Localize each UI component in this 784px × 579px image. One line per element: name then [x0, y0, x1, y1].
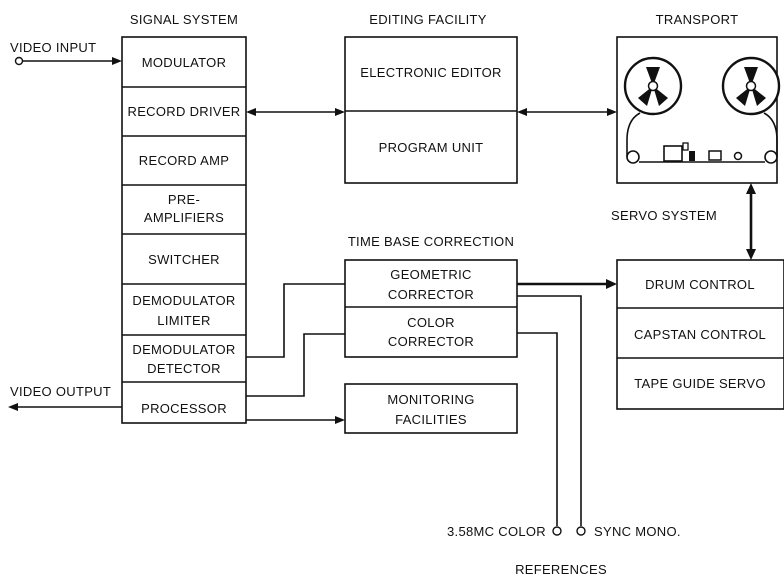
block-demod-limiter-line1: DEMODULATOR — [132, 293, 235, 308]
heading-transport: TRANSPORT — [656, 12, 739, 27]
heading-servo-system: SERVO SYSTEM — [611, 208, 717, 223]
tape-path-left — [626, 112, 641, 157]
block-processor: PROCESSOR — [141, 401, 227, 416]
block-capstan-control: CAPSTAN CONTROL — [634, 327, 766, 342]
reference-line-sync — [517, 295, 582, 526]
arrowhead-to-editing — [335, 108, 345, 116]
monitoring-frame — [344, 383, 518, 434]
block-color-corrector-line2: CORRECTOR — [388, 334, 474, 349]
servo-system-stack: DRUM CONTROL CAPSTAN CONTROL TAPE GUIDE … — [616, 259, 784, 410]
block-program-unit: PROGRAM UNIT — [379, 140, 484, 155]
label-references: REFERENCES — [515, 562, 607, 577]
head-block-icon — [689, 151, 695, 161]
block-demod-detector-line2: DETECTOR — [147, 361, 221, 376]
arrowhead-to-monitoring — [335, 416, 345, 424]
pinch-roller-icon — [733, 151, 743, 161]
link-processor-color-corrector — [246, 333, 345, 397]
right-reel-icon — [721, 56, 781, 116]
heading-time-base-correction: TIME BASE CORRECTION — [348, 234, 514, 249]
block-record-amp: RECORD AMP — [139, 153, 229, 168]
block-tape-guide-servo: TAPE GUIDE SERVO — [634, 376, 765, 391]
head-drum-icon — [663, 145, 683, 162]
block-geometric-corrector-line2: CORRECTOR — [388, 287, 474, 302]
time-base-correction: GEOMETRIC CORRECTOR COLOR CORRECTOR — [344, 259, 518, 358]
right-guide-roller-icon — [764, 150, 778, 164]
left-reel-icon — [623, 56, 683, 116]
block-preamplifiers-line2: AMPLIFIERS — [144, 210, 224, 225]
block-preamplifiers-line1: PRE- — [168, 192, 200, 207]
block-drum-control: DRUM CONTROL — [645, 277, 755, 292]
capstan-icon — [708, 150, 722, 161]
arrowhead-to-editing-right — [517, 108, 527, 116]
block-color-corrector-line1: COLOR — [407, 315, 455, 330]
label-video-input: VIDEO INPUT — [10, 40, 96, 55]
sync-reference-terminal — [576, 526, 586, 536]
block-geometric-corrector-line1: GEOMETRIC — [390, 267, 471, 282]
video-input-arrowhead — [112, 57, 122, 65]
block-modulator: MODULATOR — [142, 55, 227, 70]
reference-line-color — [517, 332, 558, 526]
heading-editing-facility: EDITING FACILITY — [369, 12, 487, 27]
transport-deck — [616, 36, 781, 184]
transport-frame — [616, 36, 778, 184]
heading-signal-system: SIGNAL SYSTEM — [130, 12, 238, 27]
head-post-icon — [682, 142, 689, 151]
block-record-driver: RECORD DRIVER — [128, 104, 241, 119]
signal-system-stack: MODULATOR RECORD DRIVER RECORD AMP PRE- … — [121, 36, 247, 424]
label-color-reference: 3.58MC COLOR — [447, 524, 546, 539]
block-monitoring-line1: MONITORING — [387, 392, 474, 407]
arrowhead-to-transport — [607, 108, 617, 116]
block-demod-limiter-line2: LIMITER — [157, 313, 210, 328]
label-video-output: VIDEO OUTPUT — [10, 384, 111, 399]
arrowhead-to-record-driver — [246, 108, 256, 116]
tape-path-right — [763, 112, 778, 157]
block-monitoring-line2: FACILITIES — [395, 412, 467, 427]
arrowhead-to-transport-up — [746, 183, 756, 194]
link-detector-geometric — [246, 283, 345, 358]
tbc-frame — [344, 259, 518, 358]
video-output-arrowhead — [8, 403, 18, 411]
block-demod-detector-line1: DEMODULATOR — [132, 342, 235, 357]
signal-system-frame — [121, 36, 247, 424]
left-guide-roller-icon — [626, 150, 640, 164]
arrowhead-to-servo-down — [746, 249, 756, 260]
editing-facility: ELECTRONIC EDITOR PROGRAM UNIT — [344, 36, 518, 184]
label-sync-reference: SYNC MONO. — [594, 524, 681, 539]
block-switcher: SWITCHER — [148, 252, 220, 267]
servo-frame — [616, 259, 784, 410]
video-input-terminal — [14, 56, 24, 66]
editing-facility-frame — [344, 36, 518, 184]
block-electronic-editor: ELECTRONIC EDITOR — [360, 65, 501, 80]
arrowhead-to-drum-control — [606, 279, 617, 289]
color-reference-terminal — [552, 526, 562, 536]
